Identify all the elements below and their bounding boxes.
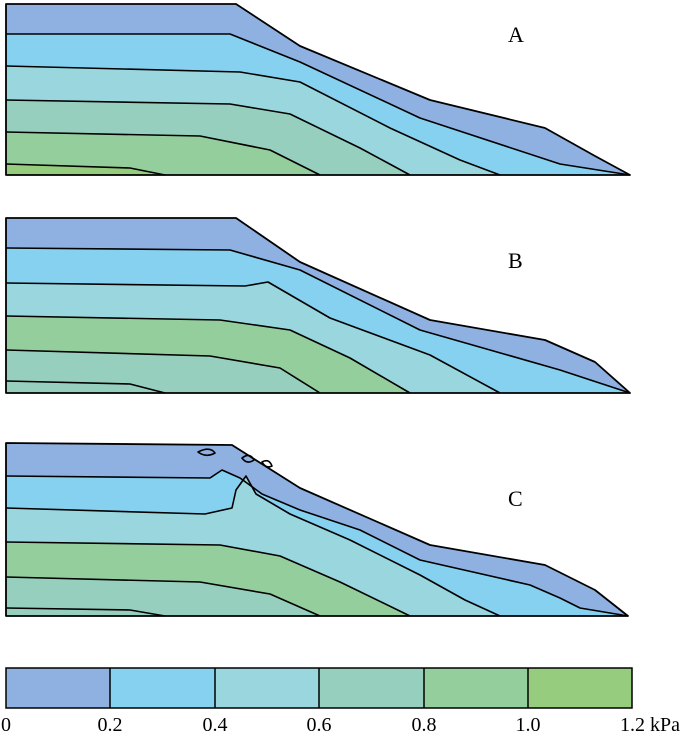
panel-b-contour-2: [5, 281, 501, 394]
colorbar-tick-0: 0: [1, 714, 11, 736]
colorbar-tick-2: 0.4: [203, 714, 228, 736]
panel-c-band-4: [6, 577, 320, 616]
panel-a-contour-5: [5, 163, 166, 176]
panel-a-contour-1: [6, 33, 631, 176]
colorbar-bin-2: [215, 668, 319, 708]
panel-a-band-4: [6, 132, 320, 175]
colorbar-tick-1: 0.2: [98, 714, 123, 736]
panel-a-outline: [5, 3, 631, 176]
panel-a-contour-4: [5, 131, 321, 176]
panel-c-contour-1: [5, 469, 629, 617]
panel-c-contour-3: [5, 541, 411, 617]
panel-a: A: [5, 3, 631, 176]
panel-c-contour-4: [5, 576, 321, 617]
panel-a-band-5: [6, 164, 165, 175]
panel-a-contour-3: [5, 99, 411, 176]
panel-b-outline: [5, 217, 631, 394]
colorbar-bin-0: [6, 668, 110, 708]
panel-b: B: [5, 217, 631, 394]
colorbar-bin-5: [528, 668, 632, 708]
colorbar-tick-5: 1.0: [516, 714, 541, 736]
panel-b-contour-1: [5, 247, 631, 394]
colorbar-tick-6: 1.2 kPa: [620, 714, 680, 736]
colorbar-tick-3: 0.6: [307, 714, 332, 736]
panel-b-label: B: [508, 248, 523, 273]
panel-c-eddy-1: [197, 448, 216, 457]
panel-c-outline: [5, 442, 629, 617]
colorbar-bin-4: [424, 668, 528, 708]
panel-c-label: C: [508, 486, 523, 511]
panel-b-contour-3: [5, 315, 411, 394]
colorbar: 0 0.2 0.4 0.6 0.8 1.0 1.2 kPa: [1, 667, 680, 736]
colorbar-bin-1: [110, 668, 215, 708]
panel-c: C: [5, 442, 629, 617]
panel-a-contour-2: [5, 65, 501, 176]
panel-c-contour-2: [5, 475, 501, 617]
panel-a-label: A: [508, 22, 524, 47]
panel-b-contour-5: [5, 380, 166, 394]
colorbar-bin-3: [319, 668, 424, 708]
panel-c-eddy-2: [241, 454, 255, 463]
panel-b-contour-4: [5, 349, 321, 394]
panel-c-contour-5: [5, 607, 166, 617]
colorbar-tick-4: 0.8: [412, 714, 437, 736]
